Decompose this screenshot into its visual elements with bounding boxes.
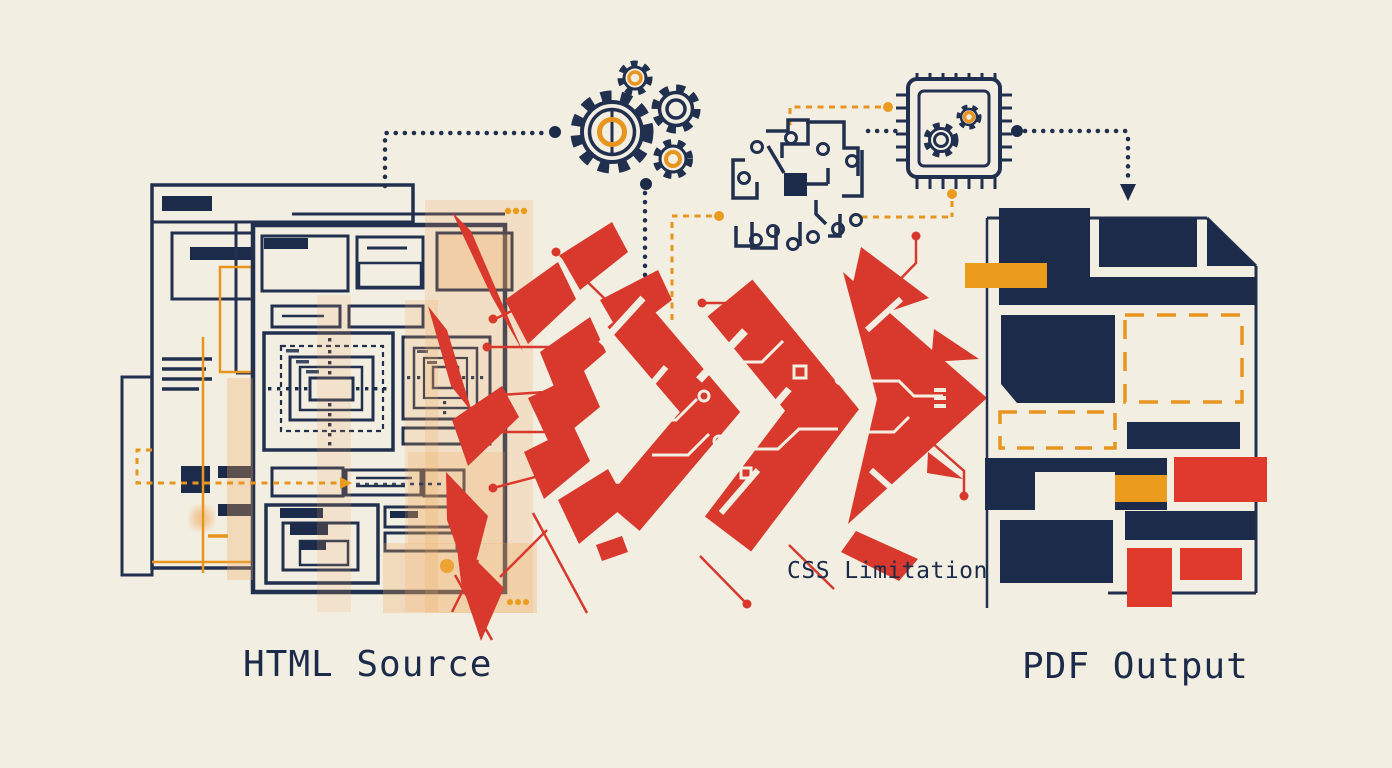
pdf-output-label: PDF Output (1022, 646, 1249, 687)
arrowhead-right-icon (340, 477, 352, 489)
chip-icon (896, 73, 1012, 189)
connector-node-dot (1011, 125, 1023, 137)
pdf-orange-block (965, 263, 1047, 288)
window-dot (504, 207, 512, 215)
html-source-label: HTML Source (243, 644, 493, 685)
pdf-block-notched (1001, 315, 1115, 403)
orange-dashed-flow (135, 448, 445, 489)
css-box-model-diagram (262, 331, 395, 452)
circuit-arrow-icon (428, 212, 987, 641)
connector-node-dot-orange (883, 102, 893, 112)
nested-footer-block (264, 503, 380, 585)
down-arrowhead-icon (1120, 184, 1136, 201)
pdf-block (1000, 520, 1113, 583)
pdf-red-block (1180, 548, 1242, 580)
pdf-red-block (1174, 457, 1267, 502)
circuit-board-icon (731, 118, 864, 251)
window-dot (512, 207, 520, 215)
missing-content-placeholder (1123, 313, 1244, 404)
pdf-block (1067, 277, 1256, 305)
connector-node-dot-orange (714, 211, 724, 221)
gears-icon (570, 60, 701, 179)
pdf-block (1099, 218, 1197, 267)
back-sheet-edge (120, 375, 154, 577)
pdf-block (1125, 511, 1255, 540)
window-dot (520, 207, 528, 215)
pdf-document-folded-corner (965, 208, 1267, 608)
hatched-hero-block (435, 231, 514, 292)
pdf-orange-block (1115, 475, 1167, 502)
wireframe-header-bar (162, 196, 212, 211)
connector-node-dot (549, 126, 561, 138)
css-limitation-label: CSS Limitation (787, 558, 988, 584)
connector-node-dot-orange (947, 189, 957, 199)
missing-content-placeholder (998, 410, 1117, 450)
pdf-red-block (1127, 548, 1172, 607)
connector-node-dot (640, 178, 652, 190)
halftone-block (357, 261, 423, 289)
pdf-block (1127, 422, 1240, 449)
